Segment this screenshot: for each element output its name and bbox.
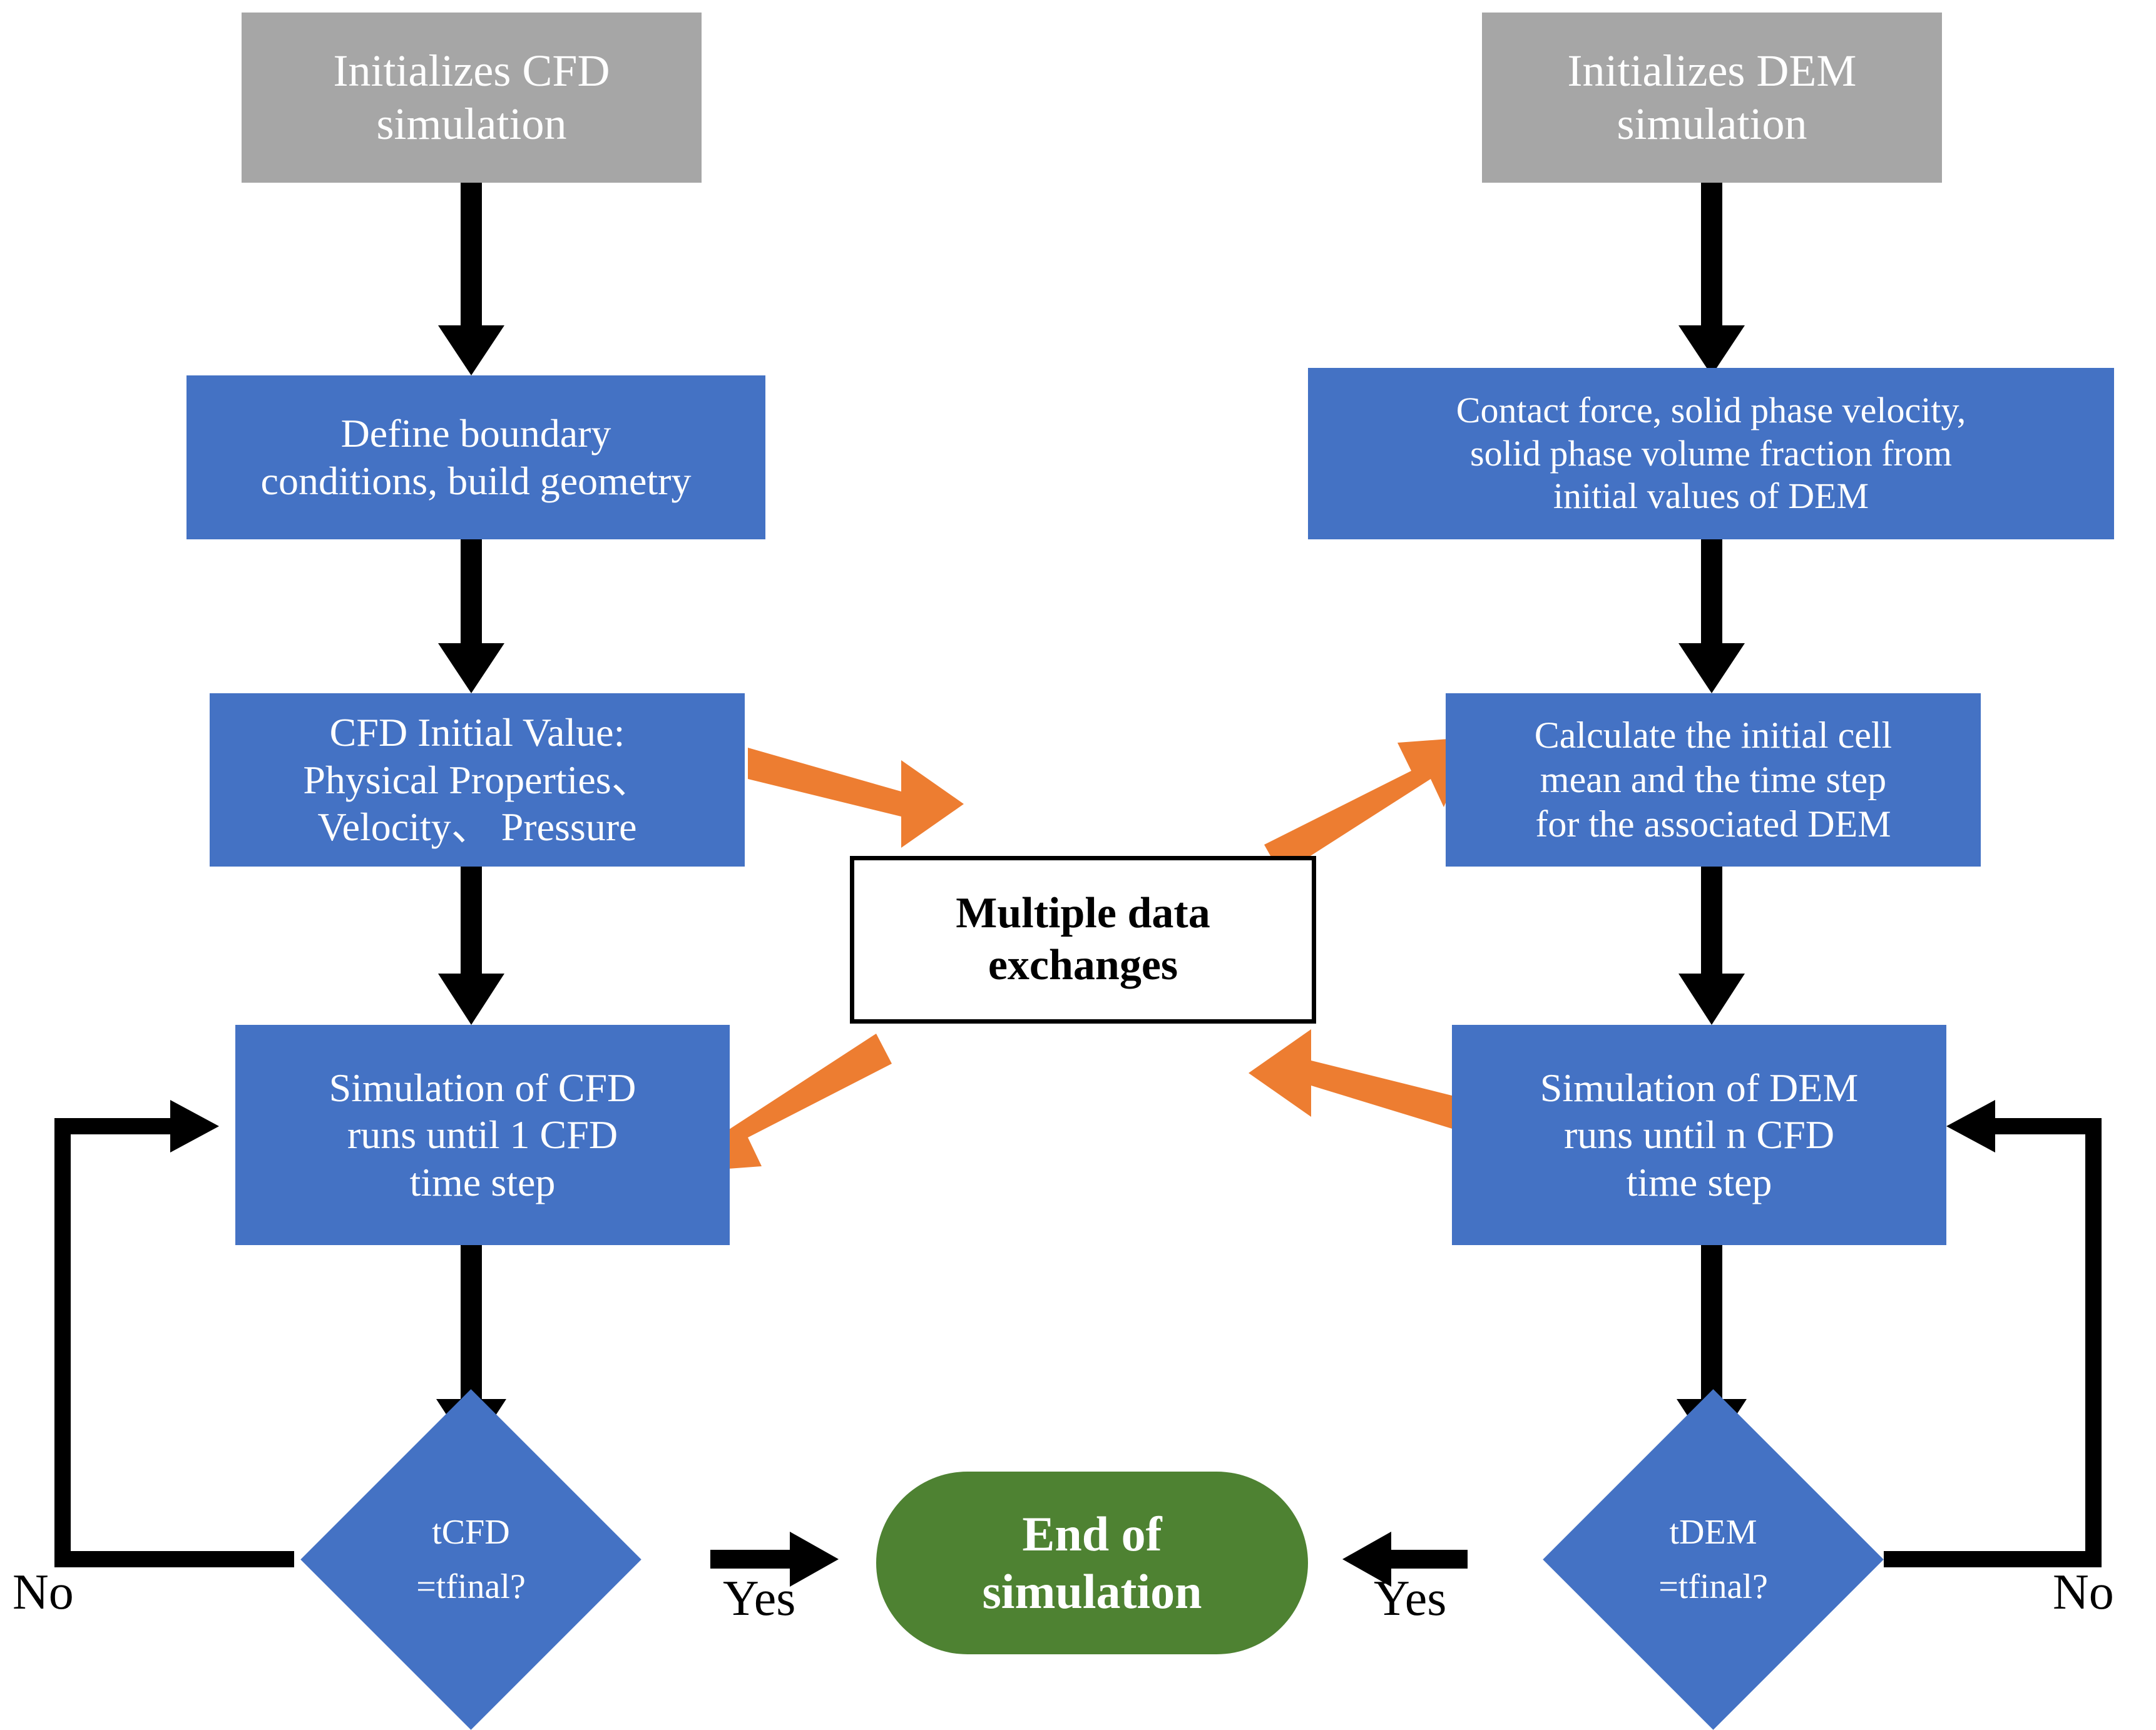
- arrow-cfd-initial-to-sim-cfd: [438, 867, 504, 1025]
- edge-label-no-left: No: [13, 1565, 74, 1620]
- decision-tcfd-label: tCFD =tfinal?: [416, 1512, 526, 1606]
- node-calculate-initial-cell[interactable]: Calculate the initial cell mean and the …: [1446, 693, 1981, 867]
- orange-exchange-arrow-bottom-left-icon: [686, 1034, 892, 1172]
- node-multiple-data-exchanges[interactable]: Multiple data exchanges: [850, 856, 1316, 1024]
- node-define-boundary-conditions[interactable]: Define boundary conditions, build geomet…: [186, 375, 765, 539]
- decision-tdem-label: tDEM =tfinal?: [1658, 1512, 1768, 1606]
- node-cfd-initial-value[interactable]: CFD Initial Value: Physical Properties、 …: [210, 693, 745, 867]
- edge-label-yes-left: Yes: [723, 1571, 796, 1626]
- arrow-init-cfd-to-define-bc: [438, 183, 504, 375]
- orange-exchange-arrow-top-left-icon: [748, 748, 964, 848]
- arrow-init-dem-to-contact-force: [1678, 183, 1745, 375]
- node-contact-force-solid-phase[interactable]: Contact force, solid phase velocity, sol…: [1308, 368, 2114, 539]
- node-initializes-dem-simulation[interactable]: Initializes DEM simulation: [1482, 13, 1942, 183]
- node-simulation-of-cfd[interactable]: Simulation of CFD runs until 1 CFD time …: [235, 1025, 730, 1245]
- flowchart-canvas: Initializes CFD simulation Initializes D…: [13, 13, 2114, 1730]
- connector-layer: [54, 183, 2102, 1587]
- edge-label-yes-right: Yes: [1374, 1571, 1447, 1626]
- edge-label-no-right: No: [2053, 1565, 2114, 1620]
- arrow-yes-cfd-to-end: [710, 1532, 839, 1587]
- arrow-yes-dem-to-end: [1342, 1532, 1468, 1587]
- arrow-contact-force-to-calc-cell: [1678, 539, 1745, 693]
- arrow-calc-cell-to-sim-dem: [1678, 867, 1745, 1025]
- arrow-loop-back-cfd: [54, 1100, 294, 1567]
- orange-exchange-arrow-top-right-icon: [1264, 737, 1474, 875]
- node-initializes-cfd-simulation[interactable]: Initializes CFD simulation: [242, 13, 702, 183]
- node-decision-tdem[interactable]: tDEM =tfinal?: [1543, 1389, 1884, 1730]
- node-decision-tcfd[interactable]: tCFD =tfinal?: [300, 1389, 641, 1730]
- arrow-loop-back-dem: [1884, 1100, 2102, 1567]
- arrow-define-bc-to-cfd-initial: [438, 539, 504, 693]
- node-simulation-of-dem[interactable]: Simulation of DEM runs until n CFD time …: [1452, 1025, 1946, 1245]
- node-end-of-simulation[interactable]: End of simulation: [876, 1472, 1308, 1654]
- orange-exchange-arrow-bottom-right-icon: [1249, 1029, 1469, 1132]
